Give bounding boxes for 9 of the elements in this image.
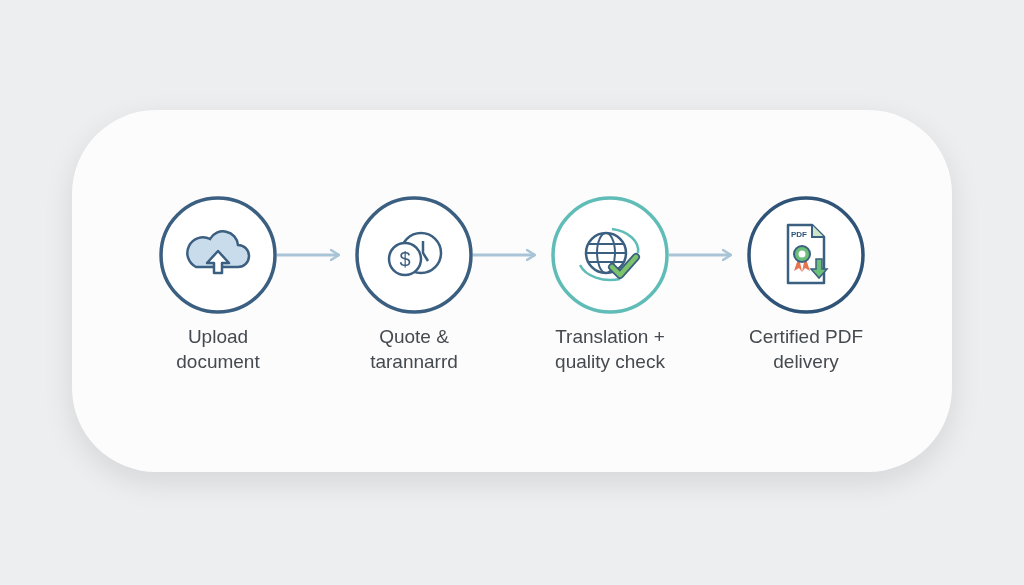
step-label: Translation + quality check [554,325,666,374]
step-label: Certified PDF delivery [748,325,864,374]
arrow [669,248,733,262]
step-label: Upload document [175,325,261,374]
step-label: Quote & tarannarrd [369,325,459,374]
file-type-label: PDF [791,230,807,239]
dollar-sign: $ [399,248,411,270]
arrow [473,248,537,262]
arrow [277,248,341,262]
